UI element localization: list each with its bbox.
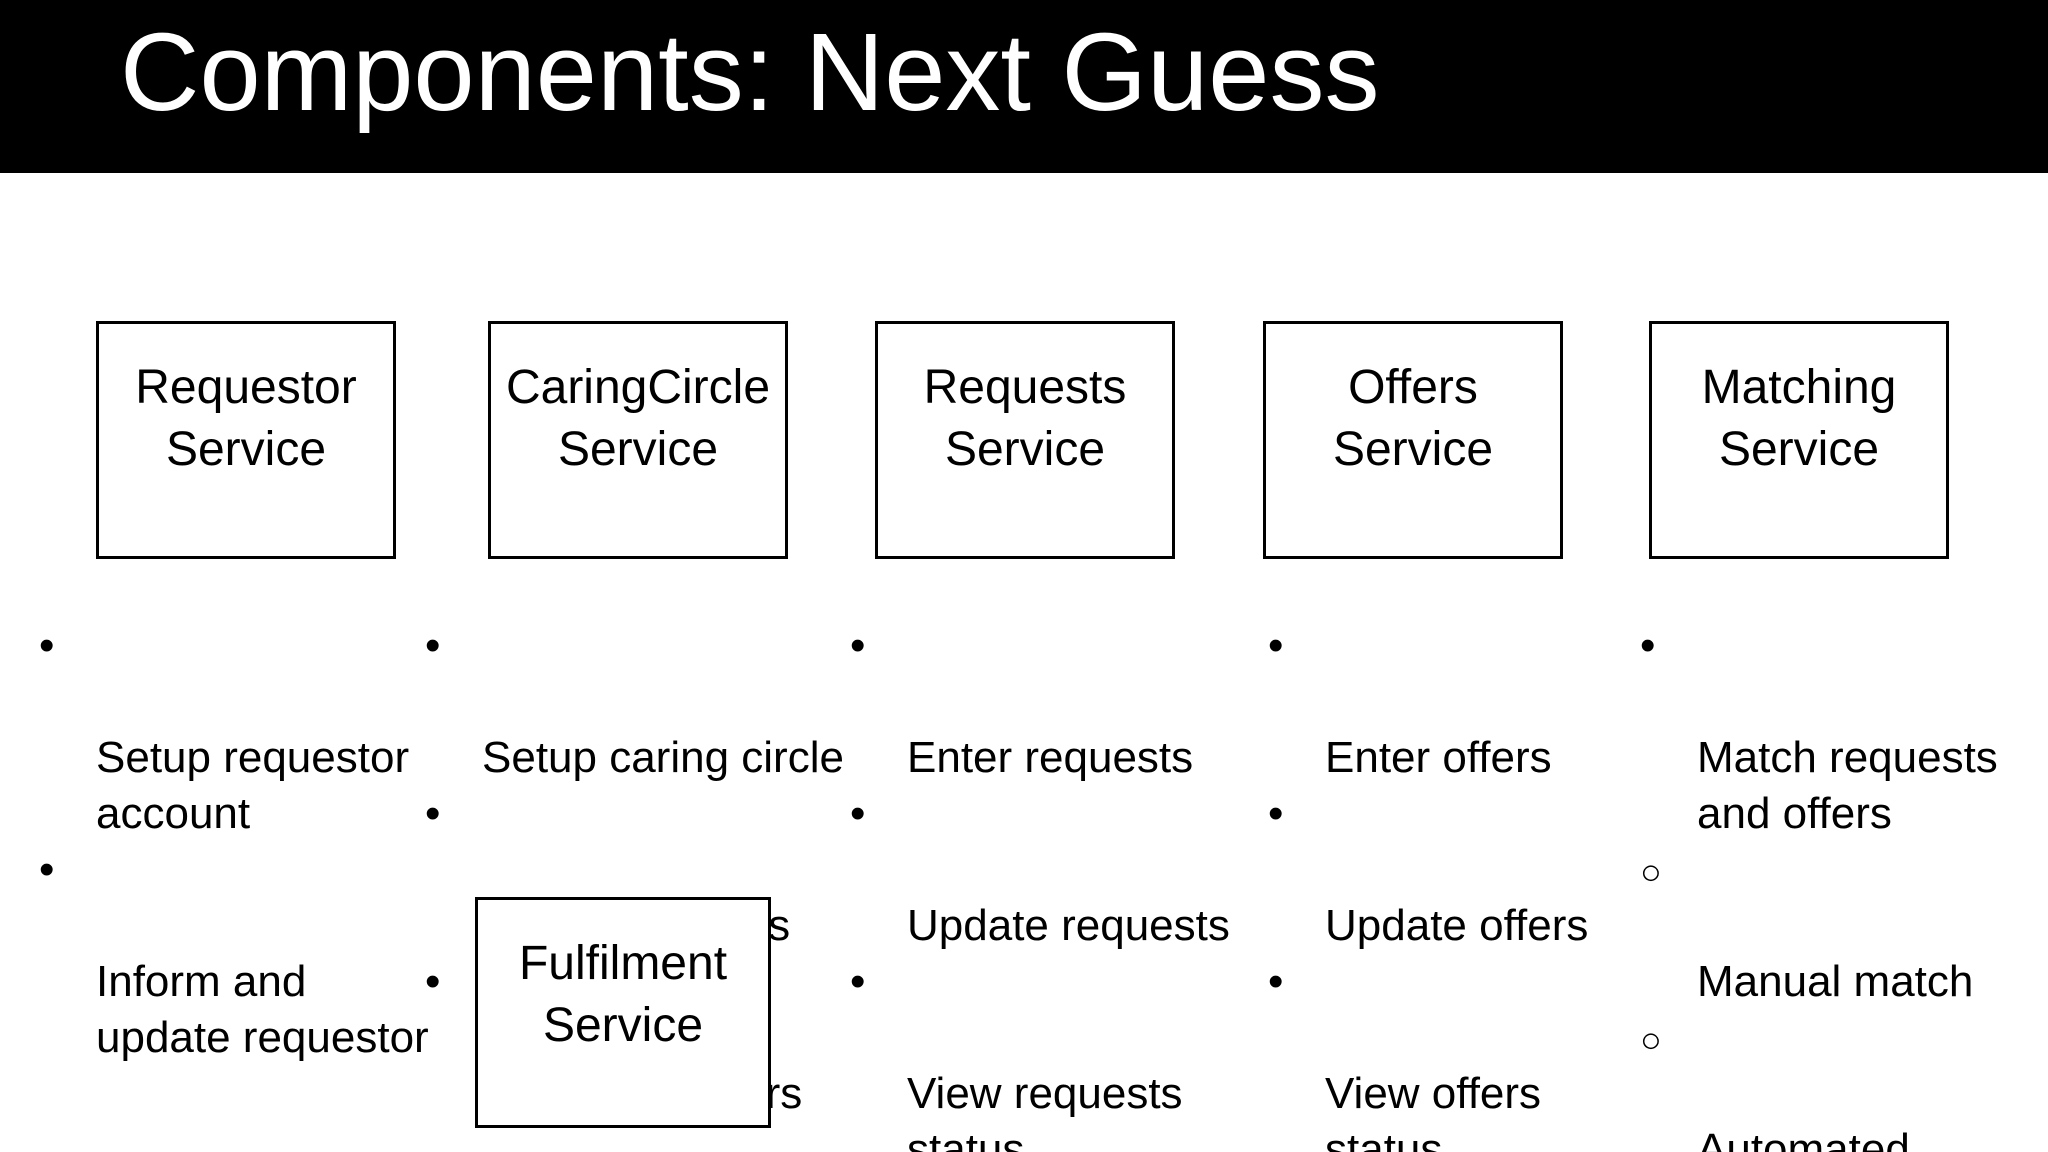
bullet-icon: • bbox=[850, 789, 866, 838]
service-box-label: Requests Service bbox=[923, 361, 1127, 476]
service-box-requestor: Requestor Service bbox=[96, 321, 396, 559]
bullet-list-offers: • Enter offers • Update offers • View of… bbox=[1268, 618, 1688, 1152]
bullet-icon: • bbox=[1268, 789, 1284, 838]
service-box-offers: Offers Service bbox=[1263, 321, 1563, 559]
list-item: • Setup requestor account bbox=[39, 618, 459, 842]
service-box-label: CaringCircle Service bbox=[505, 361, 771, 476]
list-item-text: Update requests bbox=[907, 901, 1230, 950]
bullet-icon: • bbox=[425, 621, 441, 670]
bullet-list-matching: • Match requests and offers ○ Manual mat… bbox=[1640, 618, 2048, 1152]
list-item-text: Enter requests bbox=[907, 733, 1194, 782]
bullet-icon: • bbox=[850, 621, 866, 670]
list-item-text: Automated match bbox=[1697, 1125, 1910, 1152]
bullet-list-requestor: • Setup requestor account • Inform and u… bbox=[39, 618, 459, 1066]
bullet-icon: ○ bbox=[1640, 851, 1662, 892]
service-box-matching: Matching Service bbox=[1649, 321, 1949, 559]
list-item-text: View requests status bbox=[907, 1069, 1183, 1152]
list-item-text: Setup caring circle bbox=[482, 733, 844, 782]
bullet-icon: • bbox=[39, 621, 55, 670]
list-item: • Match requests and offers bbox=[1640, 618, 2048, 842]
list-item: • Enter offers bbox=[1268, 618, 1688, 786]
service-box-fulfilment: Fulfilment Service bbox=[475, 897, 771, 1128]
bullet-icon: • bbox=[39, 845, 55, 894]
bullet-icon: • bbox=[425, 957, 441, 1006]
service-box-requests: Requests Service bbox=[875, 321, 1175, 559]
page-title: Components: Next Guess bbox=[120, 11, 1380, 134]
list-item: • Setup caring circle bbox=[425, 618, 845, 786]
list-item: ○ Automated match bbox=[1640, 1010, 2048, 1152]
list-item: • View requests status bbox=[850, 954, 1270, 1152]
list-item: ○ Manual match bbox=[1640, 842, 2048, 1010]
bullet-list-requests: • Enter requests • Update requests • Vie… bbox=[850, 618, 1270, 1152]
list-item: • Inform and update requestor bbox=[39, 842, 459, 1066]
list-item: • Update requests bbox=[850, 786, 1270, 954]
list-item-text: Match requests and offers bbox=[1697, 733, 1998, 838]
list-item-text: Setup requestor account bbox=[96, 733, 410, 838]
list-item: • View offers status bbox=[1268, 954, 1688, 1152]
slide-header: Components: Next Guess bbox=[0, 0, 2048, 173]
bullet-icon: ○ bbox=[1640, 1019, 1662, 1060]
bullet-icon: • bbox=[850, 957, 866, 1006]
service-box-caringcircle: CaringCircle Service bbox=[488, 321, 788, 559]
bullet-icon: • bbox=[1640, 621, 1656, 670]
bullet-icon: • bbox=[1268, 621, 1284, 670]
bullet-icon: • bbox=[425, 789, 441, 838]
service-box-label: Requestor Service bbox=[135, 361, 357, 476]
list-item-text: Manual match bbox=[1697, 957, 1974, 1006]
list-item: • Update offers bbox=[1268, 786, 1688, 954]
service-box-label: Offers Service bbox=[1332, 361, 1494, 476]
list-item-text: View offers status bbox=[1325, 1069, 1542, 1152]
list-item-text: Enter offers bbox=[1325, 733, 1552, 782]
service-box-label: Matching Service bbox=[1701, 361, 1897, 476]
list-item-text: Update offers bbox=[1325, 901, 1589, 950]
bullet-icon: • bbox=[1268, 957, 1284, 1006]
service-box-label: Fulfilment Service bbox=[518, 937, 728, 1052]
list-item: • Enter requests bbox=[850, 618, 1270, 786]
list-item-text: Inform and update requestor bbox=[96, 957, 429, 1062]
